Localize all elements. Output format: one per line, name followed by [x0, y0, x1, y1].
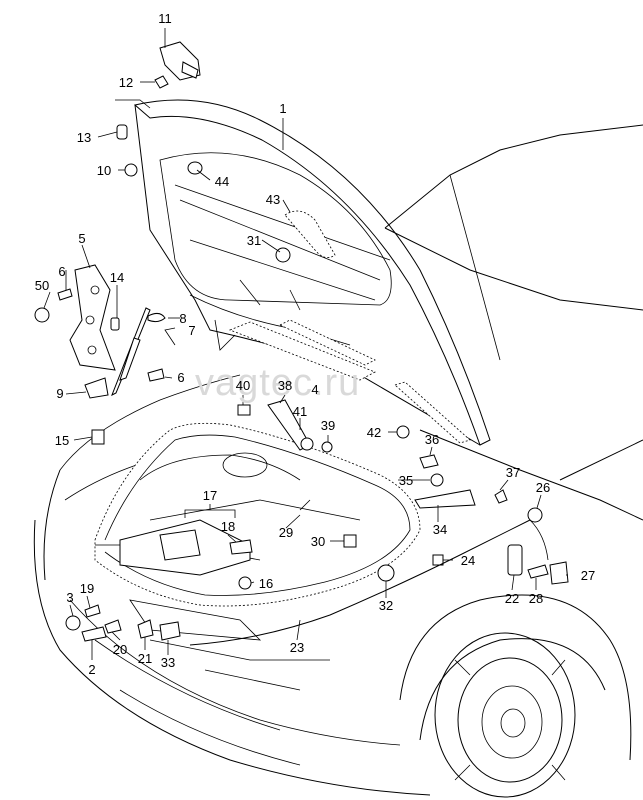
small-parts	[34, 41, 569, 646]
callout-24: 24	[461, 553, 475, 568]
callout-33: 33	[161, 655, 175, 670]
callout-1: 1	[279, 101, 286, 116]
callout-6-top: 6	[58, 264, 65, 279]
callout-5: 5	[78, 231, 85, 246]
callout-7: 7	[188, 323, 195, 338]
callout-22: 22	[505, 591, 519, 606]
hood-panel	[115, 99, 491, 446]
callout-31: 31	[247, 233, 261, 248]
callout-50: 50	[35, 278, 49, 293]
callout-17: 17	[203, 488, 217, 503]
gas-strut	[111, 307, 151, 397]
watermark-text: vagtec.ru	[195, 362, 360, 404]
callout-21: 21	[138, 651, 152, 666]
callout-19: 19	[80, 581, 94, 596]
callout-27: 27	[581, 568, 595, 583]
callout-38: 38	[278, 378, 292, 393]
hood-hinge	[69, 264, 116, 371]
callout-36: 36	[425, 432, 439, 447]
callout-34: 34	[433, 522, 447, 537]
callout-39: 39	[321, 418, 335, 433]
callout-9: 9	[56, 386, 63, 401]
car-body-outline	[33, 124, 643, 798]
callout-8: 8	[179, 311, 186, 326]
callout-11: 11	[158, 11, 172, 26]
callout-35: 35	[399, 473, 413, 488]
callout-13: 13	[77, 130, 91, 145]
callout-44: 44	[215, 174, 229, 189]
callout-20: 20	[113, 642, 127, 657]
callout-41: 41	[293, 404, 307, 419]
callout-30: 30	[311, 534, 325, 549]
callout-28: 28	[529, 591, 543, 606]
callout-23: 23	[290, 640, 304, 655]
callout-43: 43	[266, 192, 280, 207]
callout-29: 29	[279, 525, 293, 540]
callout-18: 18	[221, 519, 235, 534]
callout-2: 2	[88, 662, 95, 677]
callout-26: 26	[536, 480, 550, 495]
callout-10: 10	[97, 163, 111, 178]
callout-32: 32	[379, 598, 393, 613]
callout-3: 3	[66, 590, 73, 605]
leader-lines	[43, 28, 568, 660]
callout-40: 40	[236, 378, 250, 393]
callout-12: 12	[119, 75, 133, 90]
callout-6-lower: 6	[177, 370, 184, 385]
callout-14: 14	[110, 270, 124, 285]
callout-4: 4	[311, 382, 318, 397]
callout-15: 15	[55, 433, 69, 448]
callout-42: 42	[367, 425, 381, 440]
callout-16: 16	[259, 576, 273, 591]
callout-labels: 1 2 3 4 5 6 6 7 8 9 10 11 12 13 14 15 16…	[35, 11, 595, 677]
callout-37: 37	[506, 465, 520, 480]
